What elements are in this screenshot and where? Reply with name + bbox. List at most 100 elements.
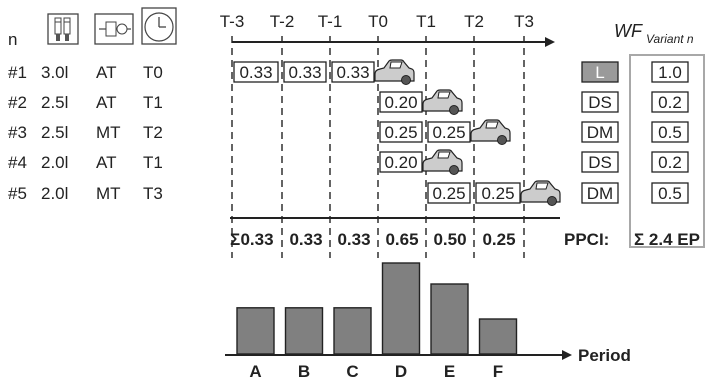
variant-id: #2 xyxy=(8,93,27,112)
engine-icon xyxy=(47,13,79,45)
variant-row: #2 2.5l AT T1 0.20 DS 0.2 xyxy=(8,89,689,116)
weight-factor-title: WF Variant n xyxy=(614,21,694,46)
period-bar xyxy=(478,318,518,355)
time-label: T-1 xyxy=(318,12,343,31)
n-label: n xyxy=(8,30,17,49)
share-value: 0.20 xyxy=(384,153,417,172)
share-value: 0.25 xyxy=(432,123,465,142)
variant-type-label: DS xyxy=(588,153,612,172)
variant-type-badge xyxy=(581,151,619,173)
weight-factor-subscript: Variant n xyxy=(646,32,694,46)
variant-type-badge xyxy=(581,91,619,113)
variant-id: #1 xyxy=(8,63,27,82)
variant-trans: MT xyxy=(96,184,121,203)
weight-factor-box xyxy=(651,91,689,113)
period-bar xyxy=(381,262,421,355)
variant-type-label: DM xyxy=(587,123,613,142)
variant-type-badge xyxy=(581,121,619,143)
period-axis-label: Period xyxy=(578,346,631,365)
weight-factor-box xyxy=(651,61,689,83)
time-label: T0 xyxy=(368,12,388,31)
car-icon xyxy=(374,59,415,86)
weight-factor-value: 0.5 xyxy=(658,123,682,142)
variant-type-label: DS xyxy=(588,93,612,112)
share-box xyxy=(283,61,327,83)
period-category: F xyxy=(493,362,503,381)
weight-factor-box xyxy=(651,121,689,143)
variant-id: #3 xyxy=(8,123,27,142)
share-value: 0.25 xyxy=(481,184,514,203)
weight-factor-main: WF xyxy=(614,21,643,41)
period-sum: 0.33 xyxy=(337,230,370,249)
clock-icon xyxy=(141,7,177,45)
ppci-label: PPCI: xyxy=(564,230,609,249)
variant-type-badge xyxy=(581,182,619,204)
period-bar xyxy=(333,307,372,355)
share-value: 0.33 xyxy=(336,63,369,82)
variant-type-badge xyxy=(581,61,619,83)
weight-factor-box xyxy=(651,182,689,204)
share-box xyxy=(233,61,279,83)
share-value: 0.33 xyxy=(239,63,272,82)
share-box xyxy=(379,121,423,143)
variant-start: T1 xyxy=(143,153,163,172)
car-icon xyxy=(470,119,511,146)
variant-trans: AT xyxy=(96,153,116,172)
share-box xyxy=(379,151,423,173)
period-sum: 0.50 xyxy=(433,230,466,249)
share-value: 0.25 xyxy=(384,123,417,142)
time-label: T-2 xyxy=(270,12,295,31)
sum-symbol: Σ xyxy=(230,230,240,249)
variant-start: T3 xyxy=(143,184,163,203)
variant-id: #5 xyxy=(8,184,27,203)
transmission-icon xyxy=(94,13,134,45)
variant-start: T0 xyxy=(143,63,163,82)
share-value: 0.33 xyxy=(288,63,321,82)
car-icon xyxy=(422,89,463,116)
time-label: T-3 xyxy=(220,12,245,31)
variant-start: T2 xyxy=(143,123,163,142)
variant-trans: AT xyxy=(96,93,116,112)
time-label: T2 xyxy=(464,12,484,31)
period-sum: 0.25 xyxy=(482,230,515,249)
ppci-total: Σ 2.4 EP xyxy=(634,230,700,249)
period-bar xyxy=(236,307,275,355)
variant-trans: MT xyxy=(96,123,121,142)
period-bar xyxy=(430,283,469,355)
variant-engine: 2.0l xyxy=(41,153,68,172)
period-category: C xyxy=(346,362,358,381)
weight-factor-value: 0.5 xyxy=(658,184,682,203)
variant-start: T1 xyxy=(143,93,163,112)
car-icon xyxy=(422,149,463,176)
share-value: 0.25 xyxy=(432,184,465,203)
weight-factor-frame xyxy=(629,54,705,248)
period-sum: 0.33 xyxy=(289,230,322,249)
weight-factor-box xyxy=(651,151,689,173)
share-value: 0.20 xyxy=(384,93,417,112)
variant-type-label: L xyxy=(595,63,604,82)
weight-factor-value: 0.2 xyxy=(658,93,682,112)
period-sum: 0.33 xyxy=(240,230,273,249)
variant-row: #1 3.0l AT T0 0.33 0.33 0.33 L 1.0 xyxy=(8,59,689,86)
share-box xyxy=(427,121,471,143)
period-sum: 0.65 xyxy=(385,230,418,249)
weight-factor-value: 0.2 xyxy=(658,153,682,172)
variant-engine: 3.0l xyxy=(41,63,68,82)
share-box xyxy=(427,182,471,204)
time-label: T1 xyxy=(416,12,436,31)
weight-factor-value: 1.0 xyxy=(658,63,682,82)
period-bar xyxy=(284,307,324,355)
variant-trans: AT xyxy=(96,63,116,82)
period-category: E xyxy=(444,362,455,381)
variant-engine: 2.5l xyxy=(41,93,68,112)
share-box xyxy=(475,182,521,204)
car-icon xyxy=(520,180,561,207)
